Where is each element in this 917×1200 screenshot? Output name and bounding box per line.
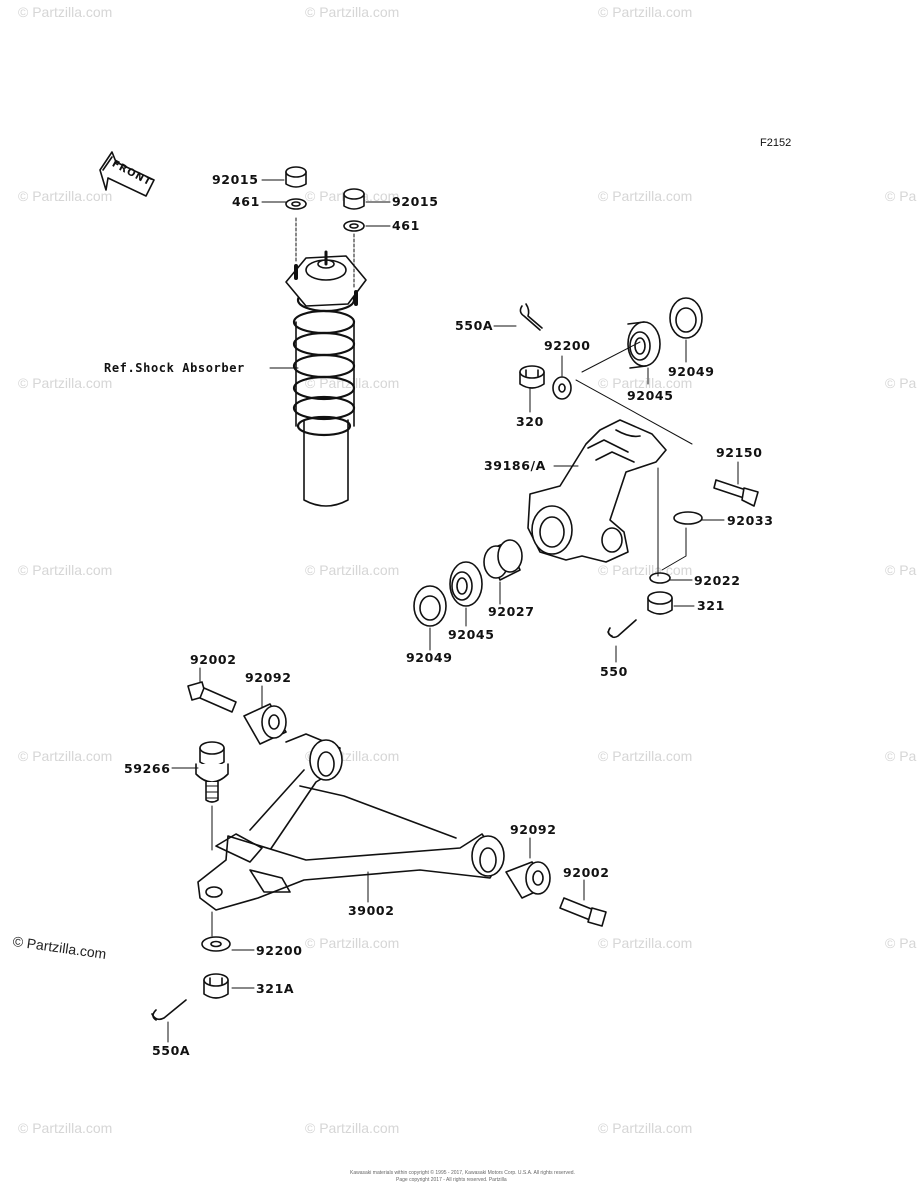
watermark: © Partzilla.com (598, 1120, 693, 1136)
part-label-92015[interactable]: 92015 (392, 194, 439, 209)
part-label-59266[interactable]: 59266 (124, 761, 171, 776)
seal-92049-bottom (413, 585, 447, 627)
seal-92049-top (669, 297, 703, 339)
watermark: © Partzilla.com (305, 562, 400, 578)
cotter-pin-550a-top (519, 303, 543, 331)
bolt-92150 (713, 479, 759, 507)
nut-321 (647, 591, 673, 615)
washer-461-a (285, 198, 307, 210)
watermark: © Partzilla.com (598, 935, 693, 951)
bolt-92002-top (187, 681, 237, 713)
part-label-550[interactable]: 550 (600, 664, 628, 679)
watermark: © Partzilla.com (305, 1120, 400, 1136)
cotter-pin-550 (607, 619, 637, 639)
bearing-92045-top (627, 321, 661, 369)
footer-copyright-line2: Page copyright 2017 - All rights reserve… (396, 1177, 507, 1183)
part-label-461[interactable]: 461 (392, 218, 420, 233)
a-arm-39002 (197, 733, 505, 911)
watermark: © Partzilla.com (885, 375, 917, 391)
snap-ring-92033 (673, 511, 703, 525)
nut-92015-a (285, 166, 307, 188)
part-label-39002[interactable]: 39002 (348, 903, 395, 918)
part-label-461[interactable]: 461 (232, 194, 260, 209)
watermark: © Partzilla.com (18, 562, 113, 578)
castle-nut-320 (519, 365, 545, 389)
part-label-92150[interactable]: 92150 (716, 445, 763, 460)
part-label-321a[interactable]: 321A (256, 981, 295, 996)
part-label-550a[interactable]: 550A (152, 1043, 191, 1058)
watermark: © Partzilla.com (885, 748, 917, 764)
watermark: © Partzilla.com (18, 188, 113, 204)
watermark: © Partzilla.com (885, 935, 917, 951)
footer-copyright-line1: Kawasaki materials within copyright © 19… (350, 1170, 575, 1176)
part-label-550a[interactable]: 550A (455, 318, 494, 333)
bushing-92092-top (243, 703, 287, 745)
part-label-92049[interactable]: 92049 (406, 650, 453, 665)
front-arrow-icon (99, 151, 155, 197)
part-label-92092[interactable]: 92092 (245, 670, 292, 685)
shock-absorber (285, 217, 367, 507)
watermark: © Partzilla.com (598, 4, 693, 20)
washer-461-b (343, 220, 365, 232)
part-label-92200[interactable]: 92200 (256, 943, 303, 958)
nut-321a (203, 973, 229, 999)
figure-code: F2152 (760, 137, 792, 149)
watermark: © Partzilla.com (18, 748, 113, 764)
knuckle-39186a (527, 419, 667, 563)
cotter-pin-550a-bottom (151, 999, 187, 1021)
watermark: © Partzilla.com (885, 188, 917, 204)
ref-shock-absorber-label[interactable]: Ref.Shock Absorber (104, 361, 245, 375)
part-label-92092[interactable]: 92092 (510, 822, 557, 837)
part-label-92045[interactable]: 92045 (448, 627, 495, 642)
part-label-92049[interactable]: 92049 (668, 364, 715, 379)
part-label-92002[interactable]: 92002 (563, 865, 610, 880)
part-label-92045[interactable]: 92045 (627, 388, 674, 403)
part-label-321[interactable]: 321 (697, 598, 725, 613)
part-label-320[interactable]: 320 (516, 414, 544, 429)
washer-92200-bottom (201, 936, 231, 952)
bushing-92092-bottom (505, 861, 551, 899)
part-label-92015[interactable]: 92015 (212, 172, 259, 187)
bolt-92002-bottom (559, 897, 607, 927)
ball-joint-59266 (195, 741, 229, 803)
watermark: © Partzilla.com (598, 748, 693, 764)
watermark: © Partzilla.com (305, 935, 400, 951)
watermark: © Partzilla.com (598, 188, 693, 204)
part-label-39186a[interactable]: 39186/A (484, 458, 546, 473)
part-label-92002[interactable]: 92002 (190, 652, 237, 667)
watermark: © Partzilla.com (18, 4, 113, 20)
washer-92200-top (552, 376, 572, 400)
watermark: © Partzilla.com (305, 4, 400, 20)
watermark: © Partzilla.com (598, 375, 693, 391)
nut-92015-b (343, 188, 365, 210)
spacer-92027 (483, 539, 523, 581)
watermark: © Partzilla.com (18, 375, 113, 391)
washer-92022 (649, 572, 671, 584)
watermark: © Partzilla.com (885, 562, 917, 578)
watermark: © Partzilla.com (18, 1120, 113, 1136)
part-label-92022[interactable]: 92022 (694, 573, 741, 588)
part-label-92033[interactable]: 92033 (727, 513, 774, 528)
part-label-92027[interactable]: 92027 (488, 604, 535, 619)
bearing-92045-bottom (449, 561, 483, 607)
part-label-92200[interactable]: 92200 (544, 338, 591, 353)
